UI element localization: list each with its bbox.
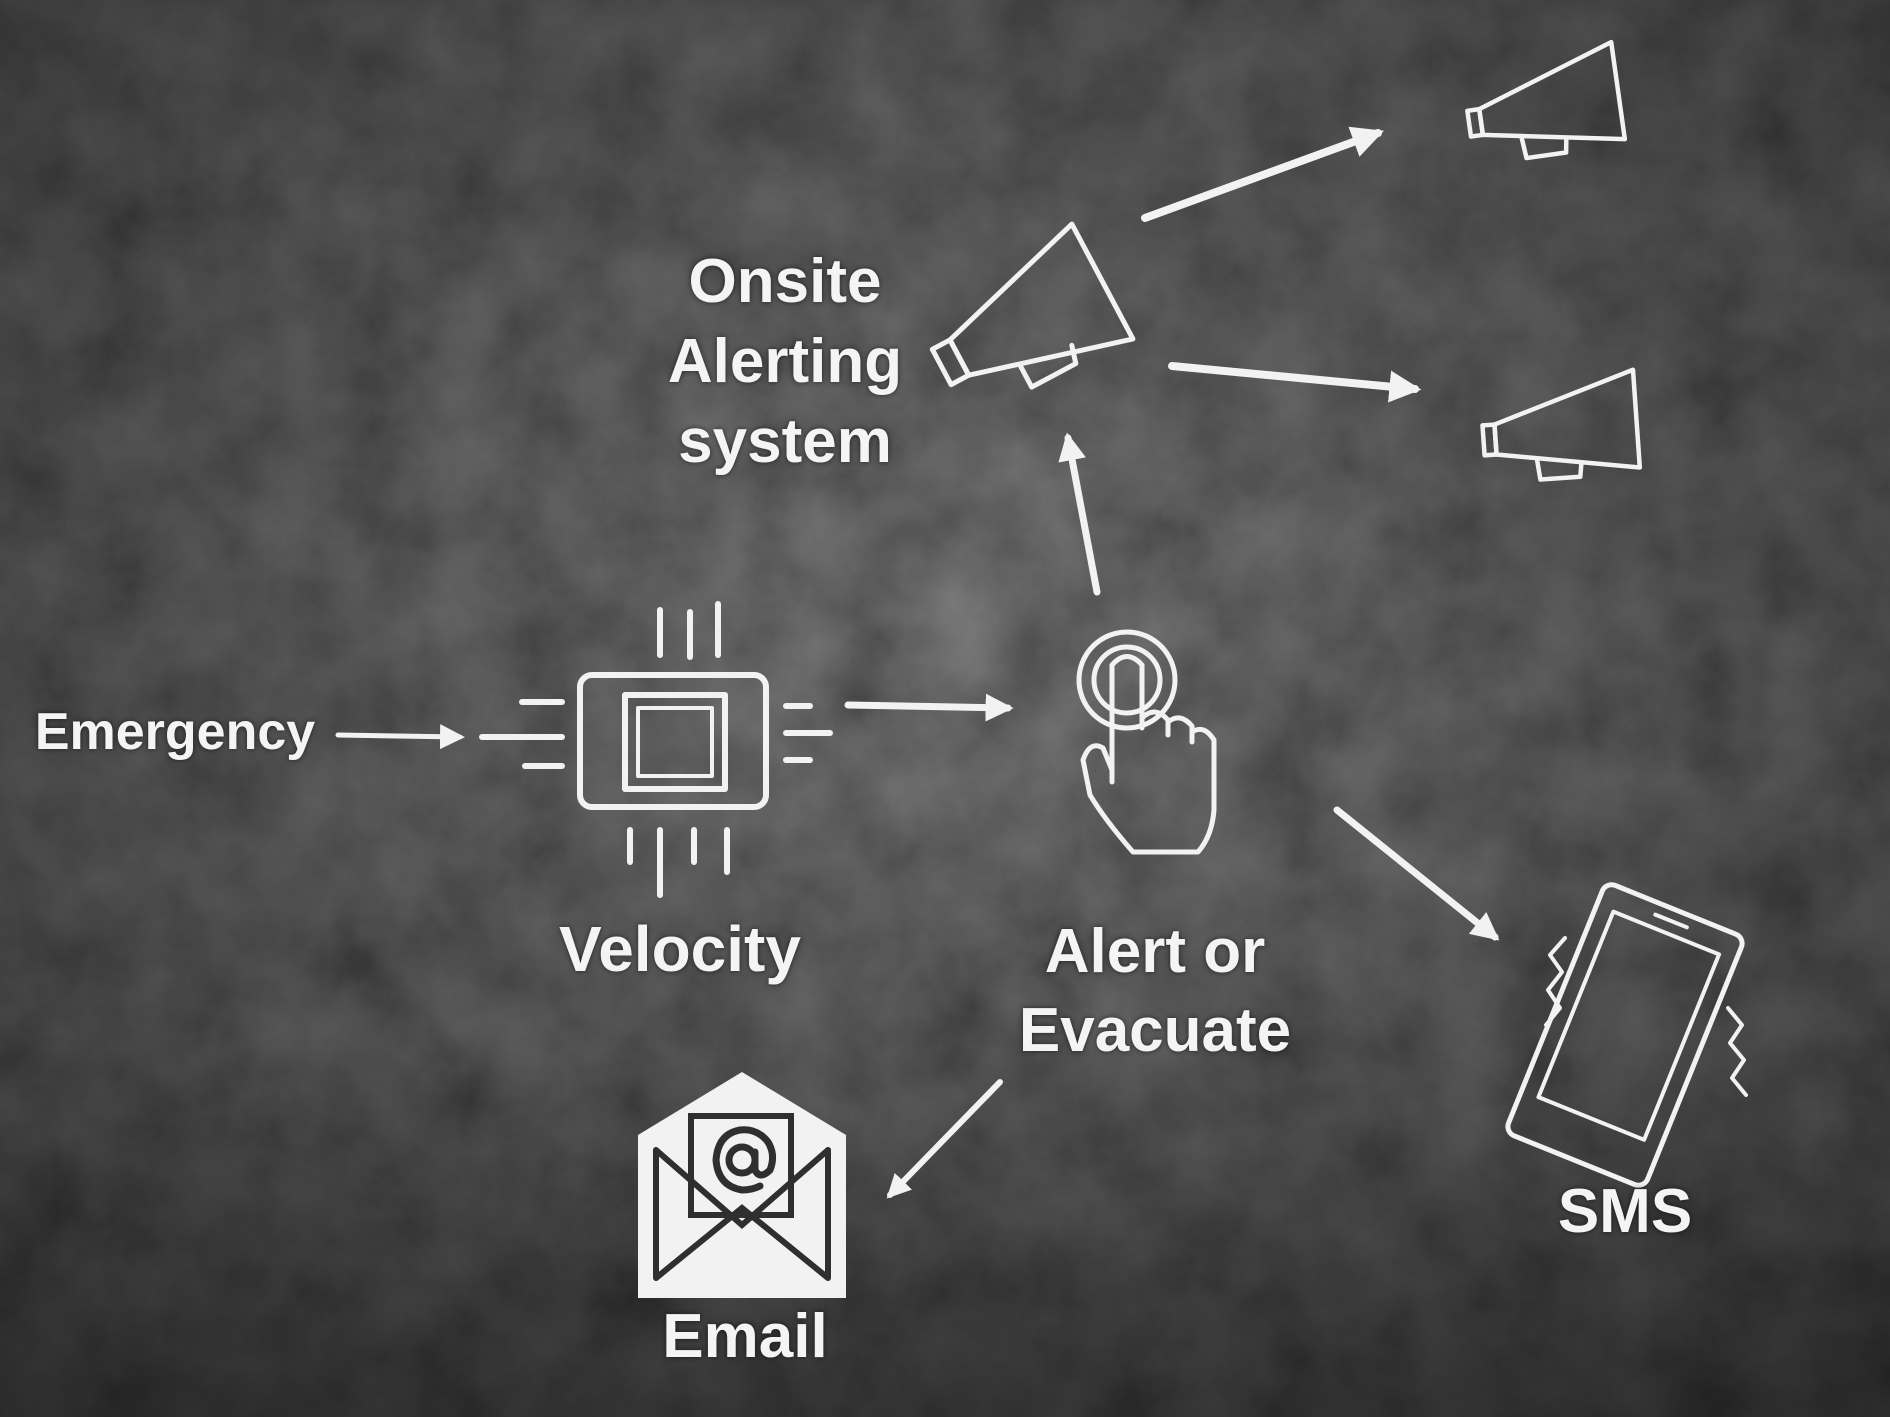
onsite-label-line-2: Alerting bbox=[667, 326, 903, 396]
alert-evacuate-label: Alert or Evacuate bbox=[1005, 912, 1305, 1071]
email-label: Email bbox=[620, 1300, 870, 1373]
arrow-onsite-to-speaker-1 bbox=[1141, 126, 1385, 222]
email-label-text: Email bbox=[662, 1302, 828, 1371]
arrow-velocity-to-alert bbox=[844, 693, 1014, 722]
alert-label-line-2: Evacuate bbox=[1018, 996, 1292, 1066]
arrow-onsite-to-speaker-2 bbox=[1168, 362, 1422, 403]
speaker-icon-1 bbox=[1465, 39, 1628, 161]
speaker-icon-2 bbox=[1480, 367, 1643, 482]
velocity-label-text: Velocity bbox=[559, 913, 801, 985]
onsite-label-line-3: system bbox=[678, 406, 892, 476]
sms-label-text: SMS bbox=[1557, 1177, 1693, 1246]
onsite-label-line-1: Onsite bbox=[688, 247, 882, 316]
arrow-emergency-to-velocity bbox=[335, 724, 465, 750]
emergency-label: Emergency bbox=[20, 702, 330, 763]
arrow-alert-to-email bbox=[886, 1079, 1003, 1199]
emergency-label-text: Emergency bbox=[34, 703, 316, 761]
onsite-alerting-label: Onsite Alerting system bbox=[630, 242, 940, 482]
arrow-alert-to-onsite bbox=[1058, 432, 1101, 596]
vibrating-phone-icon bbox=[1505, 882, 1748, 1188]
megaphone-icon bbox=[929, 221, 1136, 390]
email-envelope-icon bbox=[638, 1072, 846, 1298]
velocity-label: Velocity bbox=[530, 912, 830, 988]
alert-label-line-1: Alert or bbox=[1044, 917, 1266, 986]
touch-button-icon bbox=[1076, 629, 1217, 855]
processor-chip-icon bbox=[479, 601, 833, 898]
sms-label: SMS bbox=[1525, 1175, 1725, 1248]
arrow-alert-to-sms bbox=[1333, 806, 1500, 941]
